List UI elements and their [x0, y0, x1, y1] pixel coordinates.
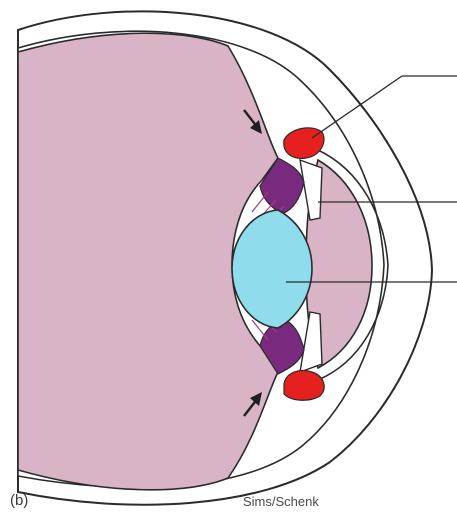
credit-text: Sims/Schenk — [243, 494, 319, 509]
panel-label: (b) — [10, 492, 28, 509]
canal-lower — [284, 371, 324, 401]
